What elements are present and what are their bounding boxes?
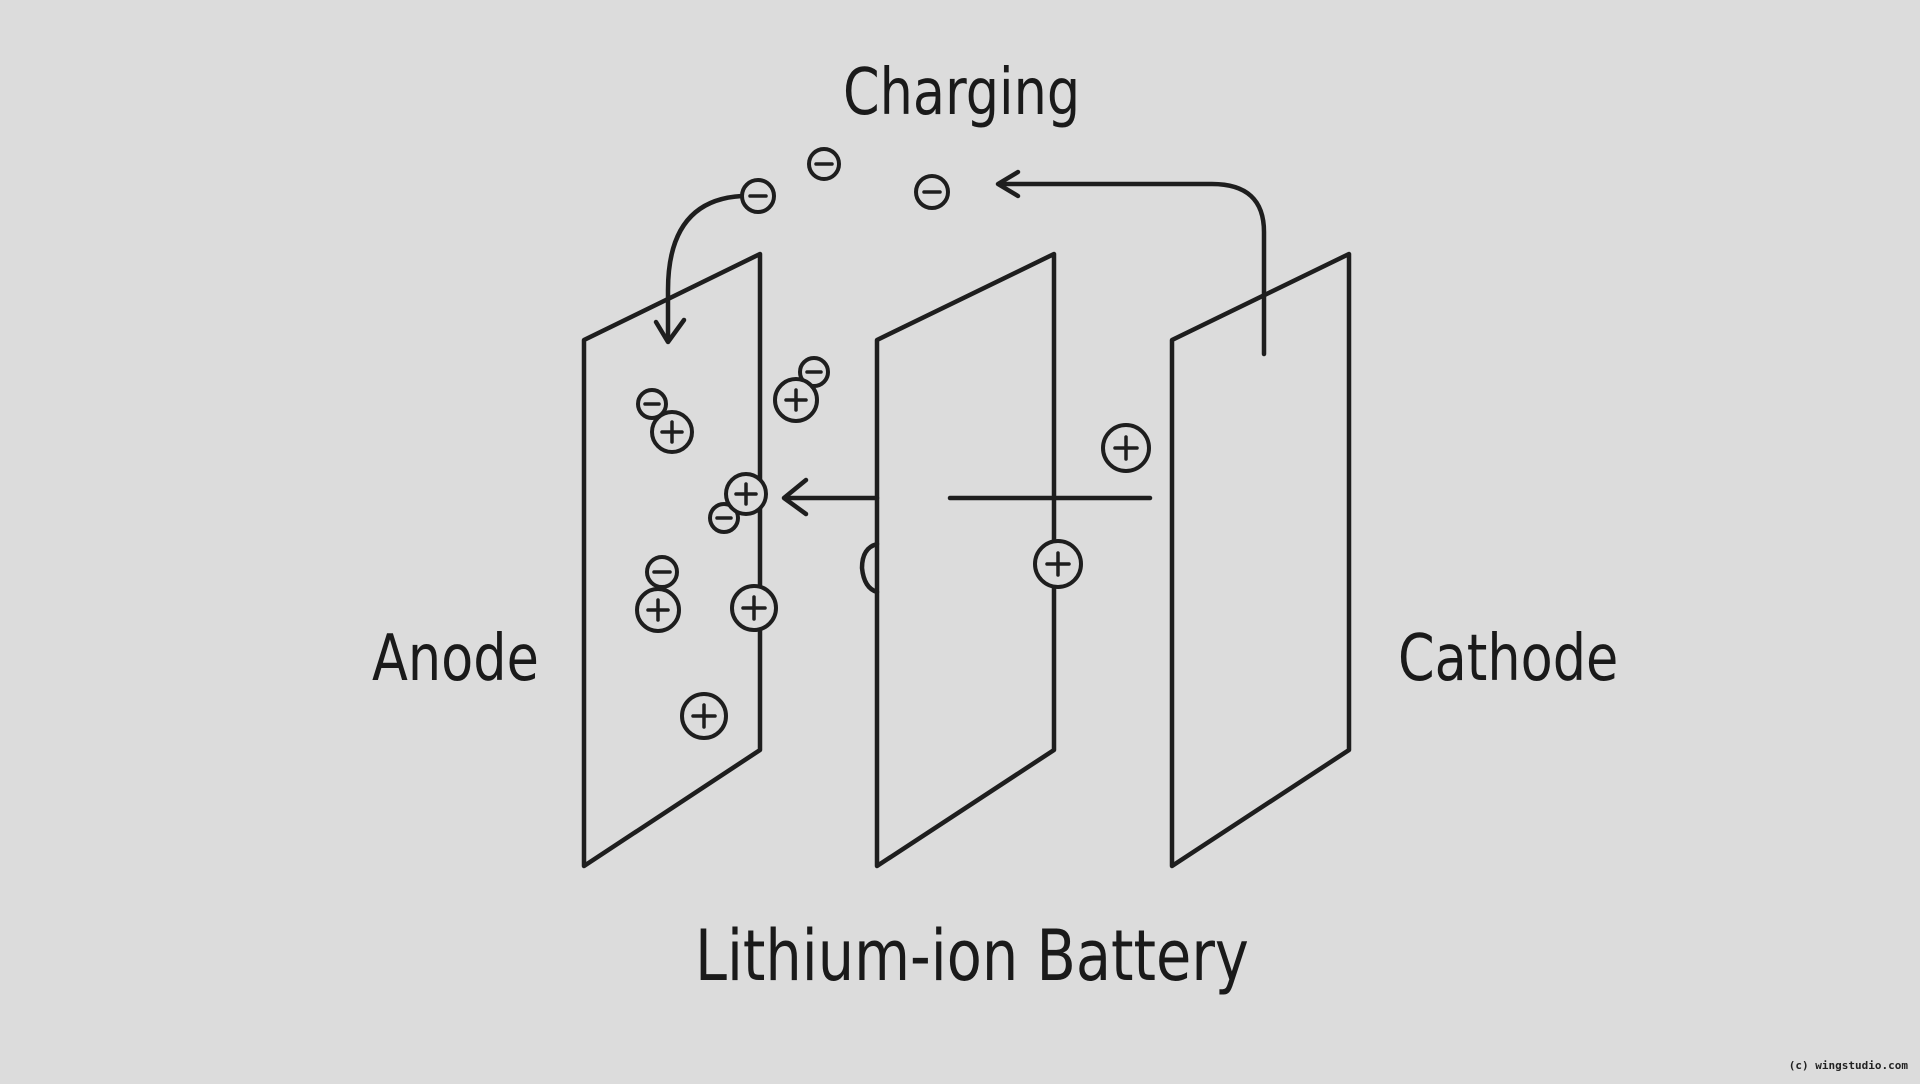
lithium-ion [724, 472, 768, 516]
lithium-ion [650, 410, 694, 454]
electron-arrowhead-down [653, 317, 687, 345]
electron-in-flight [740, 178, 776, 214]
cathode-label: Cathode [1398, 622, 1619, 696]
cathode-plate [1169, 251, 1352, 869]
diagram-title: Charging [843, 56, 1081, 130]
electron [708, 502, 740, 534]
electron-flow-arrow [997, 181, 1267, 357]
electron-flow-arrow-down [665, 193, 745, 343]
electron-in-flight [914, 174, 950, 210]
lithium-ion [773, 377, 819, 423]
electron [645, 555, 679, 589]
credit-text: (c) wingstudio.com [1788, 1059, 1908, 1072]
electron-arrowhead-left [995, 169, 1021, 199]
electron-in-flight [807, 147, 841, 181]
separator-plate [874, 251, 1057, 869]
lithium-ion [1101, 423, 1151, 473]
lithium-ion [730, 584, 778, 632]
ion-arrowhead-left [781, 477, 809, 517]
partial-ion [859, 541, 880, 595]
lithium-ion [680, 692, 728, 740]
anode-plate [581, 251, 763, 869]
diagram-subtitle: Lithium-ion Battery [695, 915, 1249, 997]
lithium-ion [635, 587, 681, 633]
anode-label: Anode [372, 622, 539, 696]
electron [636, 388, 668, 420]
lithium-ion [1033, 539, 1083, 589]
